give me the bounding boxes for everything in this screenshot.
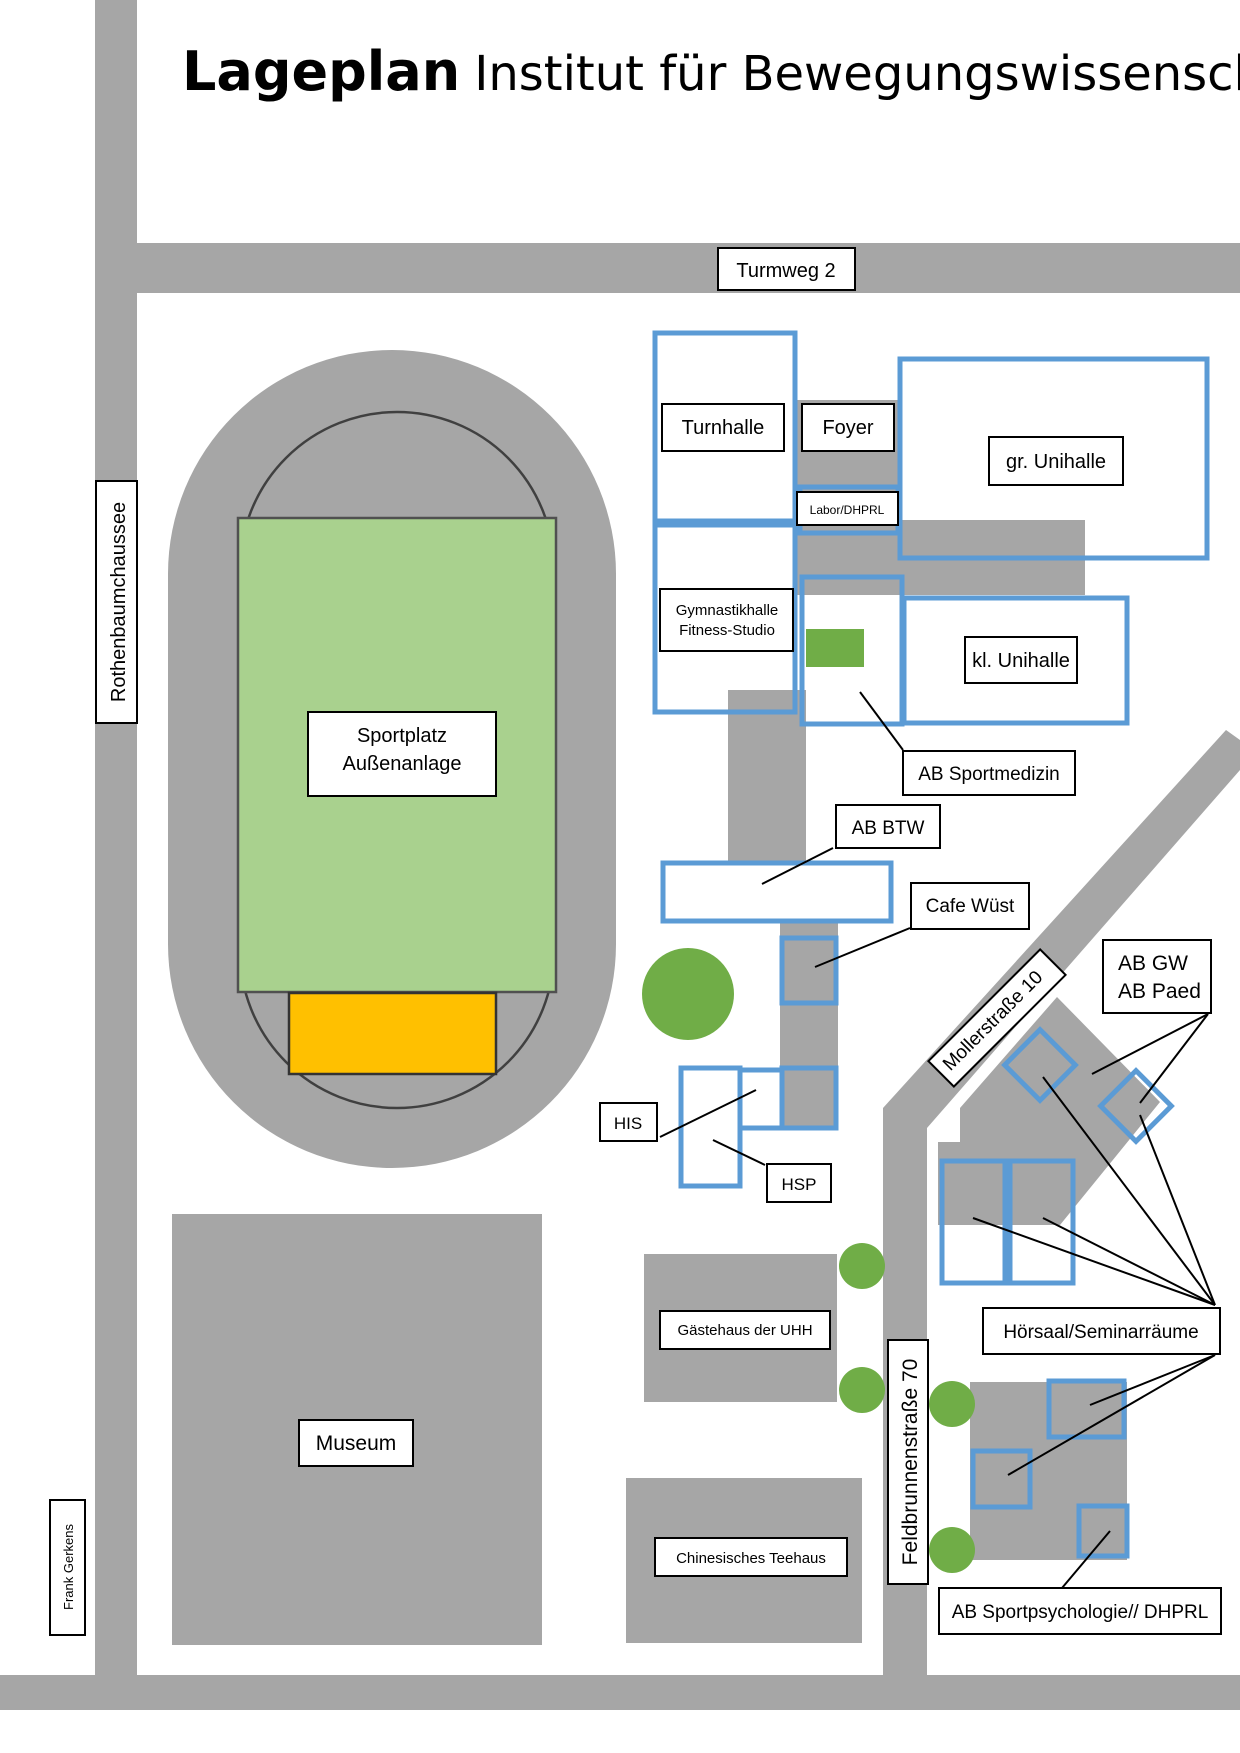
title-bold: Lageplan <box>182 40 460 103</box>
building-cafe-wuest[interactable] <box>779 935 839 1006</box>
sportplatz-label-1: Sportplatz <box>357 725 447 747</box>
building-his-right[interactable] <box>779 1065 839 1131</box>
label-ab-btw: AB BTW <box>852 818 925 839</box>
building-turnhalle[interactable] <box>652 330 798 524</box>
label-ab-gw: AB GW <box>1118 952 1188 975</box>
label-fitness-studio: Fitness-Studio <box>679 622 775 639</box>
road-turmweg <box>95 243 1240 293</box>
label-his: HIS <box>614 1114 642 1133</box>
label-foyer: Foyer <box>822 417 873 439</box>
sportpsych-room-2[interactable] <box>970 1448 1033 1510</box>
building-gr-unihalle[interactable] <box>897 356 1210 561</box>
sportpsych-room-3[interactable] <box>1076 1503 1130 1559</box>
building-gymnastikhalle[interactable] <box>652 522 798 715</box>
building-kl-unihalle[interactable] <box>901 595 1130 726</box>
label-turnhalle: Turnhalle <box>682 417 765 439</box>
label-turmweg: Turmweg 2 <box>736 260 835 282</box>
label-teehaus: Chinesisches Teehaus <box>676 1550 826 1567</box>
tree-icon <box>839 1243 885 1289</box>
label-gr-unihalle: gr. Unihalle <box>1006 451 1106 473</box>
trees <box>642 948 975 1573</box>
label-hsp: HSP <box>782 1175 817 1194</box>
goal-area <box>287 991 498 1076</box>
label-credit: Frank Gerkens <box>61 1524 76 1610</box>
sportplatz: Sportplatz Außenanlage <box>168 350 616 1168</box>
sportplatz-label-box <box>307 711 497 797</box>
label-ab-sportmedizin: AB Sportmedizin <box>918 764 1060 785</box>
hoersaal-room-1[interactable] <box>939 1158 1008 1286</box>
ab-paed-room[interactable] <box>1097 1067 1175 1145</box>
title-rest: Institut für Bewegungswissenschaft <box>474 46 1240 102</box>
hoersaal-complex <box>938 997 1175 1560</box>
label-cafe-wuest: Cafe Wüst <box>926 896 1015 917</box>
building-ab-btw[interactable] <box>660 860 894 924</box>
sportplatz-label-2: Außenanlage <box>343 753 462 775</box>
label-ab-sportpsychologie: AB Sportpsychologie// DHPRL <box>952 1602 1209 1623</box>
tree-icon <box>642 948 734 1040</box>
label-gymnastikhalle: Gymnastikhalle <box>676 602 779 619</box>
sportmedizin-green <box>806 629 864 667</box>
cafe-corridor <box>780 920 838 1130</box>
label-kl-unihalle: kl. Unihalle <box>972 650 1070 672</box>
sportpsych-room-1[interactable] <box>1046 1378 1127 1440</box>
corridor-block <box>728 690 806 865</box>
building-his-left[interactable] <box>678 1065 743 1189</box>
label-hoersaal: Hörsaal/Seminarräume <box>1003 1322 1198 1343</box>
tree-icon <box>839 1367 885 1413</box>
hoersaal-room-2[interactable] <box>1007 1158 1076 1286</box>
hoersaal-block <box>938 997 1160 1225</box>
label-gaestehaus: Gästehaus der UHH <box>677 1322 812 1339</box>
label-labor: Labor/DHPRL <box>810 503 885 517</box>
leader-lines <box>659 691 1216 1589</box>
labels: Turmweg 2 Rothenbaumchaussee Turnhalle F… <box>49 247 1222 1636</box>
label-feldbrunnenstrasse: Feldbrunnenstraße 70 <box>899 1359 922 1566</box>
label-ab-paed: AB Paed <box>1118 980 1201 1003</box>
ab-gw-room[interactable] <box>1001 1026 1079 1104</box>
label-rothenbaumchaussee: Rothenbaumchaussee <box>108 502 130 702</box>
tree-icon <box>929 1527 975 1573</box>
other-buildings <box>172 1214 862 1645</box>
label-museum: Museum <box>316 1432 397 1455</box>
tree-icon <box>929 1381 975 1427</box>
building-his-mid[interactable] <box>737 1067 785 1131</box>
road-bottom <box>0 1675 1240 1710</box>
